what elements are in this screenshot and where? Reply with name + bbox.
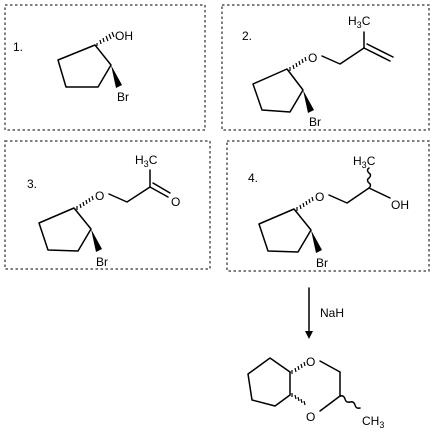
reagent-label: NaH: [320, 306, 344, 320]
methyl-label: CH3: [362, 414, 384, 430]
double-bond-a: [363, 47, 391, 62]
methyl-label: H3C: [353, 154, 376, 170]
chain-bonds: [321, 47, 365, 65]
wedge-bond-br: [311, 230, 322, 253]
panel-2-number: 2.: [242, 29, 252, 43]
panel-1-number: 1.: [13, 40, 23, 54]
hashed-wedge-bond-o-bottom: [291, 393, 306, 406]
carbonyl-bond-a: [149, 186, 169, 198]
chain-bonds: [328, 187, 391, 204]
ring-bonds: [38, 207, 92, 252]
methyl-label: H3C: [135, 153, 158, 169]
hashed-wedge-bond-o: [76, 195, 94, 210]
panel-4: 4. O Br OH H3C: [226, 140, 430, 272]
atom-br: Br: [96, 255, 108, 269]
atom-o: O: [308, 51, 317, 65]
hashed-wedge-bond-o: [289, 56, 307, 71]
atom-o: O: [315, 190, 324, 204]
atom-carbonyl-o: O: [171, 195, 180, 209]
hashed-wedge-bond-o-top: [291, 361, 306, 374]
ring-bonds: [57, 44, 112, 88]
wedge-bond-br: [91, 229, 102, 252]
panel-2-border: [221, 4, 430, 131]
chain-bonds: [108, 186, 151, 203]
bond-o-ch2: [319, 360, 341, 373]
bond-ch-o: [319, 395, 341, 412]
panel-3-border: [4, 140, 211, 270]
panel-3: 3. O Br O H3C: [4, 140, 211, 270]
atom-oh: OH: [115, 29, 133, 43]
panel-3-number: 3.: [27, 177, 37, 191]
atom-o-bottom: O: [306, 410, 315, 424]
hashed-wedge-bond-o: [296, 196, 314, 211]
wavy-bond-methyl: [366, 167, 372, 189]
atom-o-top: O: [306, 355, 315, 369]
panel-1-border: [4, 4, 206, 131]
cyclopentane-ring: [57, 44, 112, 88]
ring-bonds: [252, 68, 304, 113]
atom-oh: OH: [391, 198, 409, 212]
carbonyl-bond-b: [152, 182, 171, 194]
wavy-bond-methyl: [339, 395, 361, 409]
cyclopentane-bonds: [247, 357, 291, 407]
panel-2: 2. O Br H3C: [221, 4, 430, 131]
atom-br: Br: [316, 256, 328, 270]
hashed-wedge-bond-oh: [96, 31, 115, 46]
reaction-step: NaH: [305, 287, 344, 339]
panel-4-number: 4.: [248, 171, 258, 185]
product: O O CH3: [247, 355, 384, 430]
wedge-bond-br: [303, 90, 314, 113]
panel-1: 1. OH Br: [4, 4, 206, 131]
double-bond-b: [366, 43, 394, 58]
ring-bonds: [258, 208, 312, 253]
atom-o: O: [95, 189, 104, 203]
wedge-bond-br: [111, 65, 122, 88]
atom-br: Br: [309, 115, 321, 129]
atom-br: Br: [117, 90, 129, 104]
panel-4-border: [226, 140, 430, 272]
methyl-label: H3C: [348, 14, 371, 30]
